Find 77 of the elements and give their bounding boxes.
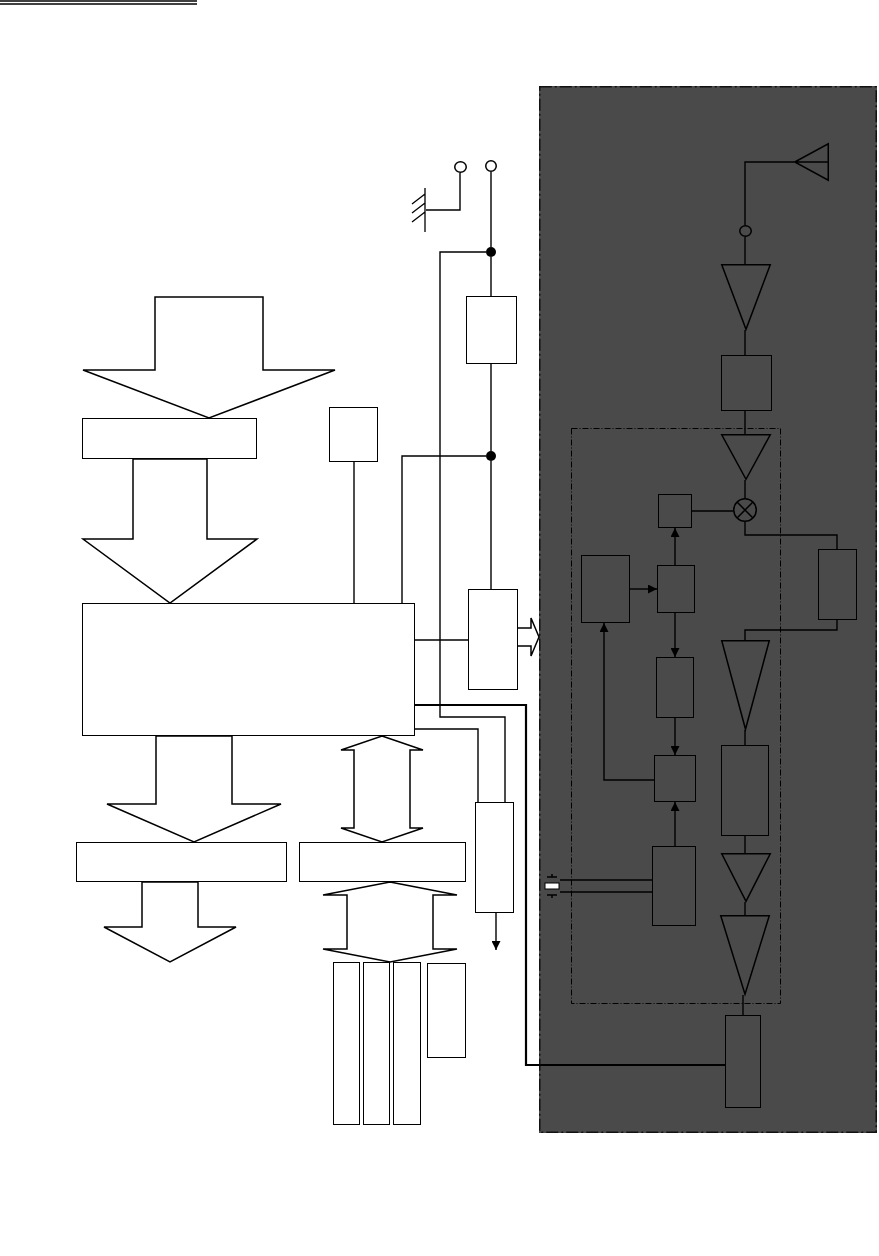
bar-box	[393, 962, 421, 1125]
connector-line	[490, 460, 492, 590]
ground-symbol	[411, 188, 426, 232]
amplifier-triangle	[721, 434, 771, 480]
arrow	[670, 527, 680, 566]
block-box	[82, 418, 257, 459]
dashed-frame	[571, 428, 781, 1004]
connector-line	[414, 639, 469, 641]
connector-line	[439, 251, 506, 803]
arrow	[670, 801, 680, 847]
block-box	[475, 802, 514, 913]
block-box	[329, 407, 378, 462]
connector-line	[744, 729, 746, 746]
connector-line	[559, 879, 653, 881]
junction-dot	[486, 451, 496, 461]
connector-line	[744, 161, 795, 226]
antenna-symbol	[794, 143, 829, 181]
arrow	[599, 622, 655, 781]
double-block-arrow	[322, 881, 458, 963]
connector-line	[490, 363, 492, 452]
block-box	[721, 745, 769, 836]
connector-line	[559, 891, 653, 893]
bus-arrow	[517, 617, 540, 657]
connector-line	[691, 510, 734, 512]
connector-line	[414, 728, 479, 803]
block-box	[468, 589, 518, 690]
block-box	[82, 603, 415, 736]
crystal-symbol	[544, 874, 560, 898]
connector-line	[744, 521, 838, 550]
block-arrow	[82, 296, 336, 419]
block-box	[725, 1015, 761, 1108]
terminal-circle	[739, 225, 752, 237]
amplifier-triangle	[721, 853, 771, 902]
module-panel	[539, 86, 877, 1133]
block-box	[654, 755, 696, 802]
connector-line	[490, 256, 492, 297]
amplifier-triangle	[721, 640, 770, 730]
terminal-circle	[454, 161, 467, 173]
arrow	[670, 612, 680, 658]
connector-line	[744, 835, 746, 854]
connector-line	[425, 172, 461, 211]
block-box	[658, 494, 692, 528]
connector-line	[744, 236, 746, 265]
connector-line	[744, 901, 746, 916]
connector-line	[744, 619, 838, 641]
amplifier-triangle	[720, 915, 770, 995]
connector-line	[415, 703, 725, 1067]
amplifier-triangle	[721, 264, 771, 330]
block-box	[818, 549, 857, 620]
arrow	[670, 717, 680, 756]
block-box	[427, 963, 466, 1058]
bar-box	[363, 962, 390, 1125]
mixer-symbol	[733, 498, 757, 522]
connector-line	[353, 461, 355, 604]
block-box	[299, 842, 466, 882]
arrow	[629, 584, 658, 594]
connector-line	[401, 455, 487, 604]
block-box	[466, 296, 517, 364]
block-box	[721, 355, 772, 411]
block-arrow	[80, 458, 260, 604]
block-box	[656, 657, 694, 718]
block-box	[657, 565, 695, 613]
block-box	[76, 842, 287, 882]
bar-box	[333, 962, 360, 1125]
junction-dot	[486, 247, 496, 257]
block-arrow	[103, 881, 237, 963]
terminal-circle	[485, 160, 497, 172]
connector-line	[742, 994, 744, 1016]
connector-line	[744, 410, 746, 435]
connector-line	[744, 479, 746, 499]
connector-line	[490, 171, 492, 248]
double-block-arrow	[340, 735, 424, 843]
block-box	[652, 846, 696, 926]
connector-line	[744, 329, 746, 356]
block-arrow	[106, 735, 282, 843]
arrow	[491, 912, 501, 951]
block-box	[581, 555, 630, 623]
